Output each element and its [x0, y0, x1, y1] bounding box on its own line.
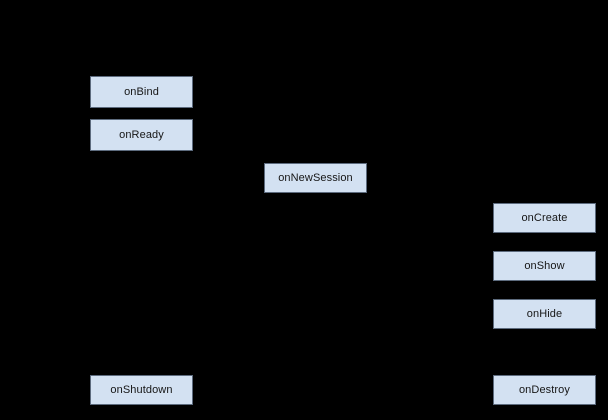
node-on-create[interactable]: onCreate — [493, 203, 596, 233]
node-label: onReady — [119, 128, 164, 141]
node-label: onShow — [524, 259, 565, 272]
node-on-show[interactable]: onShow — [493, 251, 596, 281]
node-label: onNewSession — [278, 171, 353, 184]
node-on-shutdown[interactable]: onShutdown — [90, 375, 193, 405]
node-on-new-session[interactable]: onNewSession — [264, 163, 367, 193]
node-label: onHide — [526, 307, 563, 320]
node-label: onDestroy — [518, 383, 571, 396]
node-label: onBind — [124, 85, 159, 98]
node-on-hide[interactable]: onHide — [493, 299, 596, 329]
node-label: onShutdown — [110, 383, 173, 396]
node-on-destroy[interactable]: onDestroy — [493, 375, 596, 405]
node-on-bind[interactable]: onBind — [90, 76, 193, 108]
node-on-ready[interactable]: onReady — [90, 119, 193, 151]
node-label: onCreate — [521, 211, 568, 224]
